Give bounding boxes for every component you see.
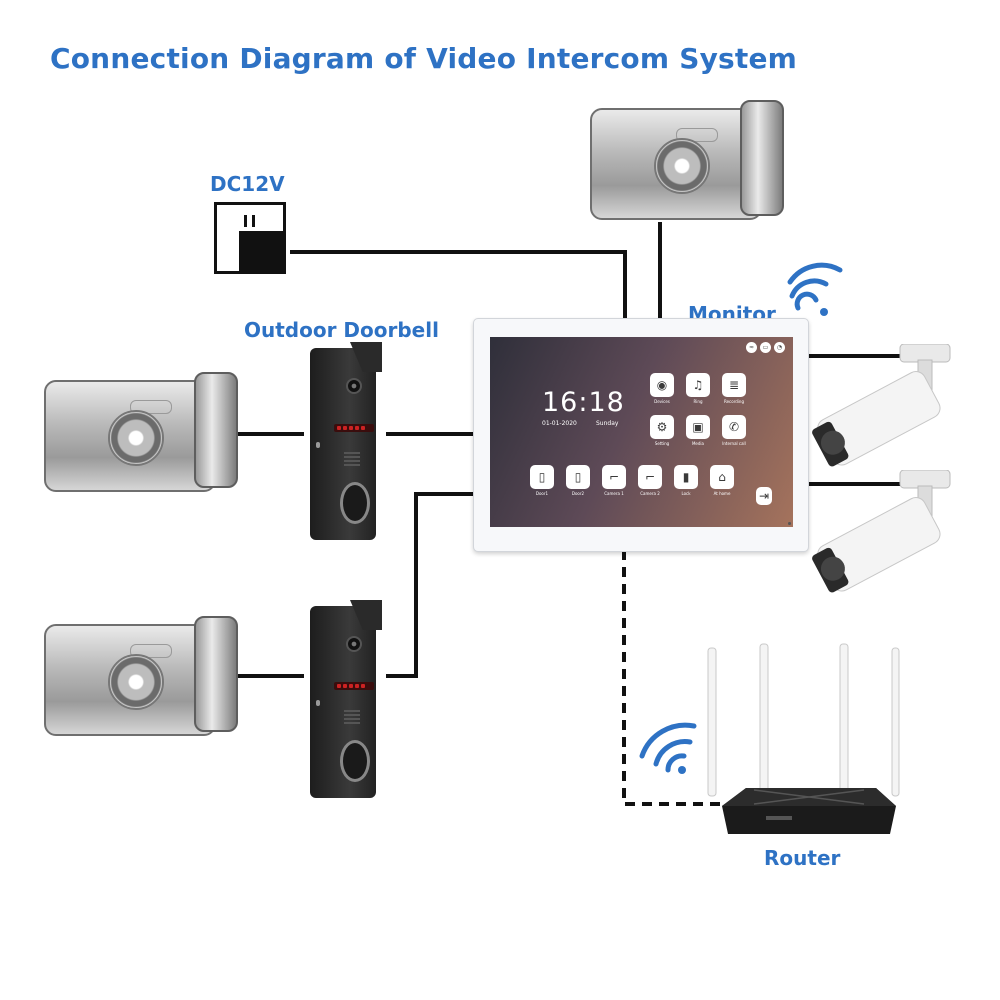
cctv-icon: ⌐ <box>644 470 656 484</box>
app-button-setting[interactable]: ⚙ <box>650 415 674 439</box>
electric-lock-1 <box>44 372 238 492</box>
sd-card-icon: ▭ <box>760 342 771 353</box>
gear-icon: ⚙ <box>656 420 668 434</box>
app-button-devices[interactable]: ◉ <box>650 373 674 397</box>
router-label: Router <box>764 846 841 870</box>
outdoor-doorbell-2 <box>306 600 382 800</box>
media-icon: ▣ <box>692 420 704 434</box>
power-label: DC12V <box>210 172 285 196</box>
wire-power <box>290 250 627 320</box>
dock-label: Door2 <box>571 491 585 496</box>
dock-button-door2[interactable]: ▯ <box>566 465 590 489</box>
dock-button-camera-1[interactable]: ⌐ <box>602 465 626 489</box>
electric-lock-2 <box>44 616 238 736</box>
app-label: Internal call <box>722 441 746 446</box>
dock-label: Camera 1 <box>604 491 624 496</box>
diagram-title: Connection Diagram of Video Intercom Sys… <box>50 42 798 75</box>
app-button-media[interactable]: ▣ <box>686 415 710 439</box>
clock-time: 16:18 <box>542 387 625 418</box>
wifi-router <box>707 643 900 834</box>
doorbell-label: Outdoor Doorbell <box>244 318 439 342</box>
outdoor-doorbell-1 <box>306 342 382 542</box>
dock-button-at-home[interactable]: ⌂ <box>710 465 734 489</box>
wifi-monitor-icon <box>787 262 843 316</box>
socket-pins-icon <box>244 215 255 227</box>
app-button-ring[interactable]: ♫ <box>686 373 710 397</box>
phone-icon: ✆ <box>728 420 740 434</box>
music-note-icon: ♫ <box>692 378 704 392</box>
power-socket <box>214 202 286 274</box>
exit-icon: ⇥ <box>758 489 770 503</box>
power-indicator <box>788 522 791 525</box>
signal-icon: ◔ <box>774 342 785 353</box>
app-label: Setting <box>654 441 670 446</box>
lock-icon: ▮ <box>682 470 690 484</box>
electric-lock-top <box>590 100 784 220</box>
dock-button-camera-2[interactable]: ⌐ <box>638 465 662 489</box>
clock-day: Sunday <box>596 420 619 427</box>
wifi-status-icon: ≈ <box>746 342 757 353</box>
app-label: Media <box>691 441 704 446</box>
dock-button-lock[interactable]: ▮ <box>674 465 698 489</box>
wifi-router-icon <box>639 722 697 774</box>
indoor-monitor: ≈▭◔ 16:18 01-01-2020 Sunday ◉ Devices ♫ Rin… <box>473 318 809 552</box>
dock-label: Lock <box>681 491 691 496</box>
app-label: Recording <box>723 399 744 404</box>
dock-button-door1[interactable]: ▯ <box>530 465 554 489</box>
app-button-recording[interactable]: ≣ <box>722 373 746 397</box>
app-label: Ring <box>693 399 703 404</box>
wire-bell2-monitor <box>386 492 474 678</box>
home-icon: ⌂ <box>718 470 726 484</box>
dock-label: At home <box>713 491 731 496</box>
list-icon: ≣ <box>728 378 740 392</box>
app-label: Devices <box>654 399 670 404</box>
status-icons: ≈▭◔ <box>746 342 785 353</box>
doorbell-icon: ▯ <box>574 470 582 484</box>
app-button-internal-call[interactable]: ✆ <box>722 415 746 439</box>
cctv-icon: ⌐ <box>608 470 620 484</box>
camera-lens-icon: ◉ <box>656 378 668 392</box>
exit-button[interactable]: ⇥ <box>756 487 772 505</box>
clock-date: 01-01-2020 <box>542 420 577 427</box>
monitor-screen: ≈▭◔ 16:18 01-01-2020 Sunday ◉ Devices ♫ Rin… <box>490 337 793 527</box>
cctv-camera-1 <box>812 344 951 467</box>
dock-label: Door1 <box>535 491 549 496</box>
cctv-camera-2 <box>812 470 951 593</box>
dock-label: Camera 2 <box>640 491 660 496</box>
doorbell-icon: ▯ <box>538 470 546 484</box>
